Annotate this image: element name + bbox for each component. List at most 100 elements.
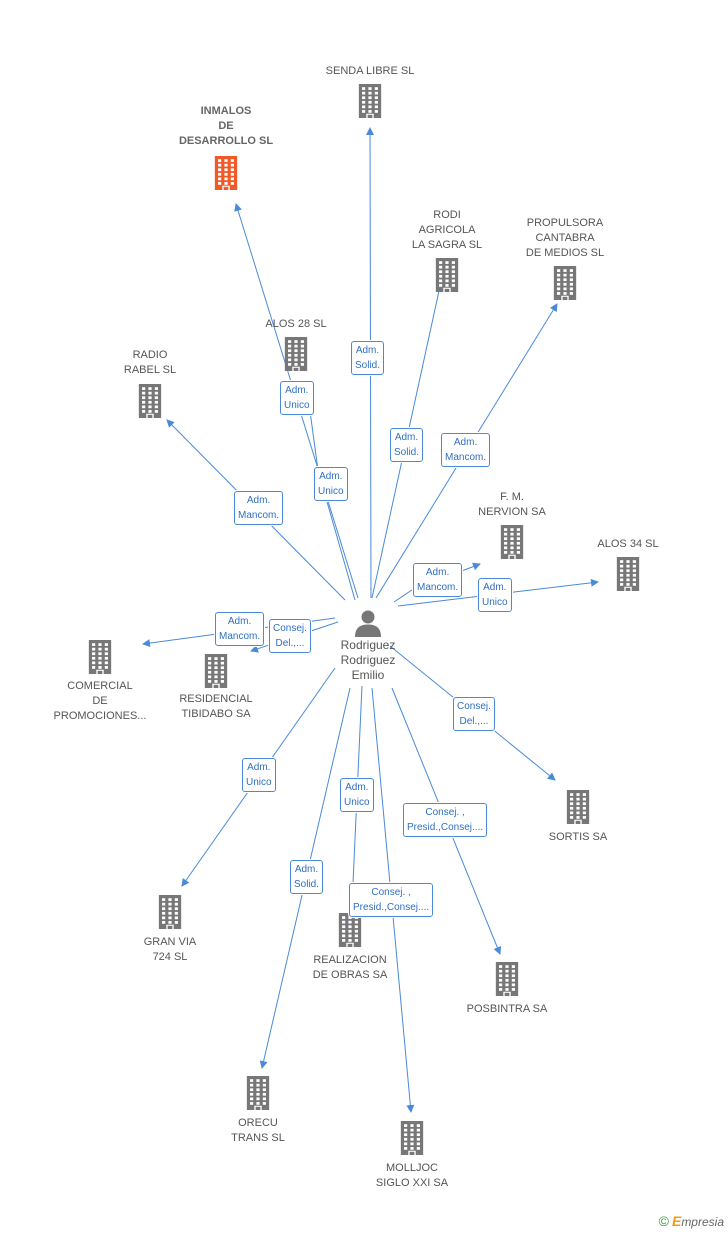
building-icon <box>214 156 238 190</box>
company-node-senda[interactable] <box>356 84 384 118</box>
company-node-residencial[interactable] <box>202 654 230 688</box>
relation-role-text: Consej. , <box>425 807 465 818</box>
relation-badge-propulsora[interactable]: Adm. Mancom. <box>441 433 491 467</box>
relation-role-text: Mancom. <box>445 452 487 463</box>
relation-badge-realizacion[interactable]: Adm.Unico <box>340 778 374 812</box>
relation-badge-fm[interactable]: Adm. Mancom. <box>413 563 463 597</box>
company-node-alos34[interactable] <box>614 557 642 591</box>
company-node-rodi[interactable] <box>433 258 461 292</box>
company-label-line: AGRICOLA <box>418 224 476 236</box>
relation-badge-posbintra[interactable]: Consej. ,Presid.,Consej.... <box>403 803 488 837</box>
company-label-line: PROPULSORA <box>526 217 604 229</box>
company-label-posbintra[interactable]: POSBINTRA SA <box>427 1002 587 1017</box>
company-label-line: PROMOCIONES... <box>53 710 147 722</box>
person-icon <box>355 610 381 637</box>
building-icon <box>616 557 640 591</box>
building-icon <box>204 654 228 688</box>
relation-role-text: Adm. <box>453 437 478 448</box>
company-label-propulsora[interactable]: PROPULSORA CANTABRA DE MEDIOS SL <box>485 216 645 261</box>
company-node-realizacion[interactable] <box>336 913 364 947</box>
relation-badge-sortis[interactable]: Consej.Del.,... <box>453 697 495 731</box>
company-label-line: DE MEDIOS SL <box>525 247 605 259</box>
relation-badge-alos28[interactable]: Adm.Unico <box>314 467 348 501</box>
company-label-alos28[interactable]: ALOS 28 SL <box>216 317 376 332</box>
copyright-symbol: © <box>658 1213 669 1229</box>
company-node-molljoc[interactable] <box>398 1121 426 1155</box>
company-label-line: RODI <box>433 209 461 221</box>
person-name: Rodriguez Rodriguez Emilio <box>340 638 396 682</box>
company-label-alos34[interactable]: ALOS 34 SL <box>548 537 708 552</box>
building-icon <box>284 337 308 371</box>
company-label-line: MOLLJOC <box>386 1162 438 1174</box>
relation-role-text: Solid. <box>394 447 420 458</box>
relation-role-text: Consej. <box>273 623 307 634</box>
company-label-line: RADIO <box>132 349 168 361</box>
relation-role-text: Unico <box>246 777 272 788</box>
building-icon <box>88 640 112 674</box>
company-label-rodi[interactable]: RODI AGRICOLA LA SAGRA SL <box>367 208 527 253</box>
relation-role-text: Adm. <box>227 616 252 627</box>
company-label-senda[interactable]: SENDA LIBRE SL <box>290 64 450 79</box>
relation-role-text: Adm. <box>247 762 271 773</box>
relation-role-text: Consej. <box>457 701 491 712</box>
company-node-fm[interactable] <box>498 525 526 559</box>
relation-badge-comercial[interactable]: Adm.Mancom. <box>215 612 265 646</box>
relation-badge-senda[interactable]: Adm.Solid. <box>351 341 385 375</box>
company-node-alos28[interactable] <box>282 337 310 371</box>
company-label-line: RESIDENCIAL <box>179 693 253 705</box>
company-node-inmalos[interactable] <box>212 156 240 190</box>
relation-role-text: Solid. <box>294 879 320 890</box>
company-node-propulsora[interactable] <box>551 266 579 300</box>
company-label-sortis[interactable]: SORTIS SA <box>498 830 658 845</box>
person-node[interactable]: Rodriguez Rodriguez Emilio <box>322 608 414 683</box>
relation-role-text: Adm. <box>285 385 309 396</box>
company-label-line: POSBINTRA SA <box>466 1003 548 1015</box>
company-node-radio[interactable] <box>136 384 164 418</box>
relation-badge-granvia[interactable]: Adm. Unico <box>242 758 276 792</box>
relation-badge-residencial[interactable]: Consej.Del.,... <box>269 619 311 653</box>
relation-role-text: Solid. <box>355 360 381 371</box>
relation-badge-alos34[interactable]: Adm.Unico <box>478 578 512 612</box>
company-node-orecu[interactable] <box>244 1076 272 1110</box>
relation-role-text: Mancom. <box>417 582 459 593</box>
company-label-line: TRANS SL <box>231 1132 285 1144</box>
relation-badge-rodi[interactable]: Adm.Solid. <box>390 428 424 462</box>
company-label-radio[interactable]: RADIO RABEL SL <box>70 348 230 378</box>
building-icon <box>435 258 459 292</box>
relation-badge-inmalos[interactable]: Adm.Unico <box>280 381 314 415</box>
company-label-line: ORECU <box>238 1117 278 1129</box>
company-label-line: DE <box>218 120 234 132</box>
relation-badge-radio[interactable]: Adm.Mancom. <box>234 491 284 525</box>
company-label-line: GRAN VIA <box>143 936 197 948</box>
relation-badge-orecu[interactable]: Adm. Solid. <box>290 860 324 894</box>
company-label-line: DESARROLLO SL <box>178 135 274 147</box>
company-label-fm[interactable]: F. M.NERVION SA <box>432 490 592 520</box>
relation-badge-molljoc[interactable]: Consej. ,Presid.,Consej.... <box>349 883 434 917</box>
relation-role-text: Adm. <box>294 864 319 875</box>
company-label-line: 724 SL <box>152 951 188 963</box>
company-label-line: LA SAGRA SL <box>411 239 483 251</box>
company-label-line: NERVION SA <box>478 506 546 518</box>
company-label-line: CANTABRA <box>535 232 595 244</box>
building-icon <box>138 384 162 418</box>
company-node-granvia[interactable] <box>156 895 184 929</box>
building-icon <box>566 790 590 824</box>
company-label-granvia[interactable]: GRAN VIA 724 SL <box>90 935 250 965</box>
company-node-posbintra[interactable] <box>493 962 521 996</box>
building-icon <box>553 266 577 300</box>
company-label-line: INMALOS <box>200 105 252 117</box>
company-node-sortis[interactable] <box>564 790 592 824</box>
relation-role-text: Adm. <box>483 582 507 593</box>
relation-role-text: Adm. <box>425 567 450 578</box>
company-label-line: RABEL SL <box>123 364 177 376</box>
company-label-inmalos[interactable]: INMALOS DE DESARROLLO SL <box>146 104 306 149</box>
company-label-orecu[interactable]: ORECU TRANS SL <box>178 1116 338 1146</box>
building-icon <box>246 1076 270 1110</box>
company-label-line: SENDA LIBRE SL <box>325 65 415 77</box>
company-node-comercial[interactable] <box>86 640 114 674</box>
company-label-line: ALOS 28 SL <box>265 318 327 330</box>
